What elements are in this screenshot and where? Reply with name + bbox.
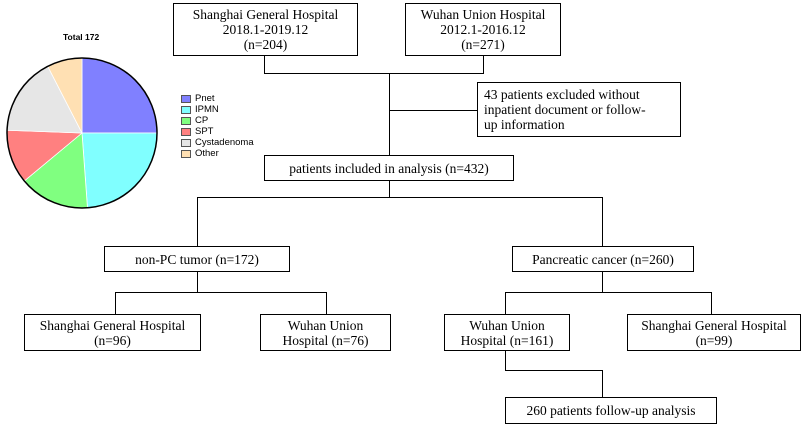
pie-slice-pnet — [81, 57, 158, 134]
connector — [389, 181, 390, 197]
box-line: inpatient document or follow- — [484, 102, 646, 117]
connector — [264, 73, 484, 74]
box-line: 2018.1-2019.12 — [222, 22, 309, 37]
box-followup: 260 patients follow-up analysis — [505, 397, 717, 424]
legend-swatch — [181, 127, 191, 136]
legend-label: Cystadenoma — [195, 137, 254, 148]
box-line: Shanghai General Hospital — [39, 317, 186, 333]
connector — [602, 272, 603, 292]
legend-label: Other — [195, 148, 219, 159]
connector — [326, 292, 327, 314]
legend-swatch — [181, 149, 191, 158]
connector — [389, 73, 390, 155]
legend-swatch — [181, 105, 191, 114]
connector — [197, 197, 198, 246]
connector — [197, 197, 603, 198]
box-line: 2012.1-2016.12 — [440, 22, 526, 37]
pie-outline — [6, 57, 158, 209]
box-excluded: 43 patients excluded without inpatient d… — [477, 82, 681, 137]
legend-label: SPT — [195, 126, 214, 137]
legend-item-pnet: Pnet — [181, 93, 254, 104]
pie-title: Total 172 — [63, 32, 100, 42]
box-line: Shanghai General Hospital — [192, 7, 339, 22]
legend-label: IPMN — [195, 104, 219, 115]
connector — [602, 370, 603, 397]
box-line: patients included in analysis (n=432) — [289, 160, 489, 176]
pie-chart — [6, 57, 158, 209]
box-line: Wuhan Union — [469, 317, 545, 333]
legend-label: Pnet — [195, 93, 215, 104]
connector — [505, 370, 603, 371]
box-line: (n=96) — [94, 332, 131, 348]
box-line: 260 patients follow-up analysis — [526, 403, 696, 418]
box-line: Wuhan Union — [287, 317, 364, 333]
box-nonpc: non-PC tumor (n=172) — [104, 246, 290, 272]
legend-item-other: Other — [181, 148, 254, 159]
pie-legend: Pnet IPMN CP SPT Cystadenoma Other — [181, 93, 254, 159]
box-pc: Pancreatic cancer (n=260) — [512, 246, 694, 272]
legend-item-cystadenoma: Cystadenoma — [181, 137, 254, 148]
connector — [115, 292, 327, 293]
box-line: Shanghai General Hospital — [641, 317, 787, 333]
box-line: (n=271) — [461, 37, 505, 52]
box-wuhan-top: Wuhan Union Hospital 2012.1-2016.12 (n=2… — [405, 3, 561, 56]
legend-label: CP — [195, 115, 209, 126]
box-nonpc-shanghai: Shanghai General Hospital (n=96) — [24, 314, 201, 351]
box-line: (n=99) — [695, 332, 733, 348]
box-line: Wuhan Union Hospital — [420, 7, 546, 22]
connector — [483, 56, 484, 73]
box-line: Hospital (n=76) — [282, 332, 369, 348]
connector — [602, 197, 603, 246]
box-nonpc-wuhan: Wuhan Union Hospital (n=76) — [260, 314, 391, 351]
connector — [711, 292, 712, 314]
connector — [505, 351, 506, 370]
connector — [197, 272, 198, 292]
box-shanghai-top: Shanghai General Hospital 2018.1-2019.12… — [173, 3, 358, 56]
connector — [264, 56, 265, 73]
legend-swatch — [181, 116, 191, 125]
box-line: 43 patients excluded without — [484, 87, 640, 102]
box-line: Hospital (n=161) — [460, 332, 554, 348]
connector — [505, 292, 712, 293]
box-included: patients included in analysis (n=432) — [264, 155, 514, 181]
legend-swatch — [181, 94, 191, 103]
box-line: non-PC tumor (n=172) — [135, 251, 259, 267]
box-pc-shanghai: Shanghai General Hospital (n=99) — [627, 314, 801, 351]
connector — [389, 110, 477, 111]
connector — [115, 292, 116, 314]
box-line: Pancreatic cancer (n=260) — [532, 251, 674, 267]
box-line: up information — [484, 117, 565, 132]
legend-item-cp: CP — [181, 115, 254, 126]
pie-slice-ipmn — [81, 132, 158, 209]
box-line: (n=204) — [243, 37, 288, 52]
legend-item-ipmn: IPMN — [181, 104, 254, 115]
legend-swatch — [181, 138, 191, 147]
legend-item-spt: SPT — [181, 126, 254, 137]
box-pc-wuhan: Wuhan Union Hospital (n=161) — [444, 314, 570, 351]
connector — [505, 292, 506, 314]
